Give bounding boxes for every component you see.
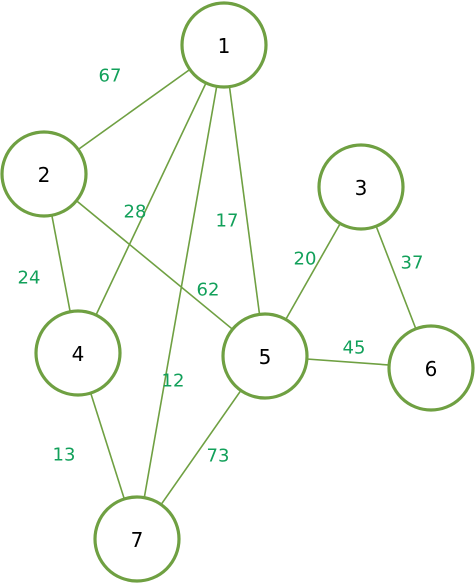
edge-weight-label-4-7: 13 — [53, 445, 76, 466]
node-circle-3 — [317, 143, 405, 231]
edge-weight-label-3-6: 37 — [401, 253, 424, 274]
node-label-5: 5 — [259, 345, 272, 369]
node-4: 4 — [34, 309, 122, 397]
node-circle-6 — [387, 324, 475, 412]
node-label-7: 7 — [131, 528, 144, 552]
edge-weight-label-1-2: 67 — [99, 66, 122, 87]
edge-weight-label-3-5: 20 — [294, 249, 317, 270]
edge-weight-label-5-6: 45 — [343, 338, 366, 359]
node-6: 6 — [387, 324, 475, 412]
edge-weight-label-1-5: 17 — [216, 211, 239, 232]
node-circle-4 — [34, 309, 122, 397]
node-7: 7 — [93, 495, 181, 583]
edge-1-5 — [223, 44, 266, 357]
edge-weight-label-1-4: 28 — [124, 202, 147, 223]
node-label-6: 6 — [425, 357, 438, 381]
edge-1-7 — [136, 44, 225, 540]
node-circle-2 — [0, 130, 88, 218]
node-label-4: 4 — [72, 342, 85, 366]
edge-2-5 — [43, 173, 266, 357]
edge-weight-label-1-7: 12 — [162, 371, 185, 392]
node-2: 2 — [0, 130, 88, 218]
edge-weight-label-2-4: 24 — [18, 268, 41, 289]
edge-1-4 — [77, 44, 225, 354]
edge-weight-label-2-5: 62 — [197, 280, 220, 301]
node-1: 1 — [180, 1, 268, 89]
edges-layer — [43, 44, 432, 540]
node-circle-7 — [93, 495, 181, 583]
node-label-3: 3 — [355, 176, 368, 200]
node-label-1: 1 — [218, 34, 231, 58]
edge-weight-label-5-7: 73 — [207, 446, 230, 467]
node-3: 3 — [317, 143, 405, 231]
node-circle-1 — [180, 1, 268, 89]
node-circle-5 — [221, 312, 309, 400]
node-5: 5 — [221, 312, 309, 400]
node-label-2: 2 — [38, 163, 51, 187]
